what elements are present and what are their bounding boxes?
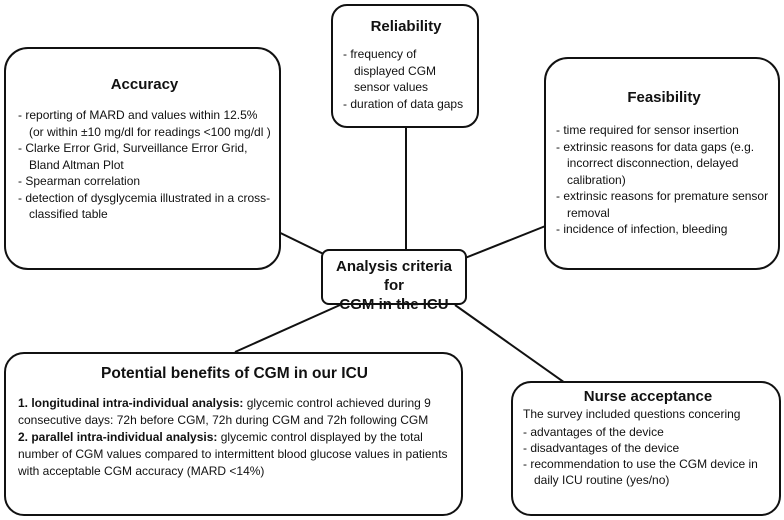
accuracy-box: Accuracy reporting of MARD and values wi… [4, 47, 281, 270]
nurse-list: advantages of the device disadvantages o… [523, 424, 773, 488]
list-item: recommendation to use the CGM device in … [523, 456, 773, 488]
central-title-line-1: Analysis criteria for [336, 258, 452, 294]
benefit-item-1-text: glycemic control achieved during 9 conse… [18, 396, 431, 427]
connector-nurse [454, 304, 576, 391]
benefit-item-2: 2. parallel intra-individual analysis: g… [18, 429, 451, 480]
list-item: Clarke Error Grid, Surveillance Error Gr… [18, 140, 271, 173]
list-item: Spearman correlation [18, 173, 271, 190]
benefit-item-1-label: 1. longitudinal intra-individual analysi… [18, 396, 244, 410]
reliability-list: frequency of displayed CGM sensor values… [343, 46, 469, 112]
feasibility-list: time required for sensor insertion extri… [556, 122, 772, 238]
list-item: incidence of infection, bleeding [556, 221, 772, 238]
central-node-title: Analysis criteria for CGM in the ICU [327, 257, 461, 314]
connector-benefits [234, 304, 341, 353]
list-item: reporting of MARD and values within 12.5… [18, 107, 271, 140]
feasibility-box: Feasibility time required for sensor ins… [544, 57, 780, 270]
list-item: time required for sensor insertion [556, 122, 772, 139]
nurse-acceptance-box: Nurse acceptance The survey included que… [511, 381, 781, 516]
list-item: extrinsic reasons for data gaps (e.g. in… [556, 139, 772, 189]
reliability-title: Reliability [370, 18, 442, 35]
list-item: frequency of displayed CGM sensor values [343, 46, 469, 96]
benefits-title: Potential benefits of CGM in our ICU [101, 365, 368, 382]
benefit-item-1: 1. longitudinal intra-individual analysi… [18, 395, 451, 429]
central-node-box: Analysis criteria for CGM in the ICU [321, 249, 467, 313]
benefit-item-2-text: glycemic control displayed by the total … [18, 430, 448, 478]
central-title-line-2: CGM in the ICU [339, 296, 449, 313]
list-item: extrinsic reasons for premature sensor r… [556, 188, 772, 221]
list-item: duration of data gaps [343, 96, 469, 113]
list-item: advantages of the device [523, 424, 773, 440]
nurse-intro: The survey included questions concering [523, 407, 741, 421]
feasibility-title: Feasibility [627, 89, 701, 106]
benefit-item-2-label: 2. parallel intra-individual analysis: [18, 430, 218, 444]
benefits-box: Potential benefits of CGM in our ICU 1. … [4, 352, 463, 516]
accuracy-title: Accuracy [110, 76, 179, 93]
reliability-box: Reliability frequency of displayed CGM s… [331, 4, 479, 128]
list-item: detection of dysglycemia illustrated in … [18, 190, 271, 223]
connector-feasibility [454, 222, 554, 263]
list-item: disadvantages of the device [523, 440, 773, 456]
accuracy-list: reporting of MARD and values within 12.5… [18, 107, 271, 223]
nurse-title: Nurse acceptance [583, 388, 713, 405]
